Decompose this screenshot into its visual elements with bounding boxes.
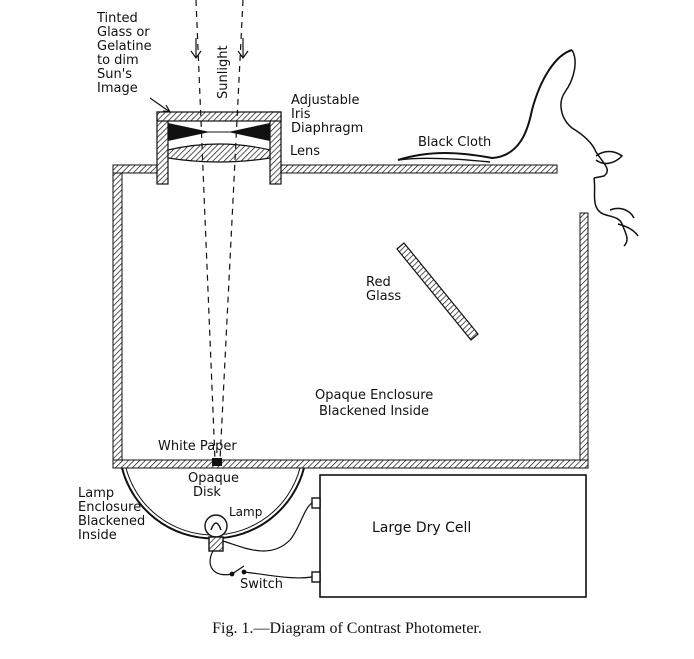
lamp-label: Lamp — [229, 505, 262, 519]
iris-diaphragm-label: Adjustable Iris Diaphragm — [291, 93, 363, 136]
observer-face — [560, 49, 639, 247]
switch-label: Switch — [240, 577, 283, 592]
svg-text:Tinted: Tinted — [96, 11, 138, 26]
svg-text:Enclosure: Enclosure — [78, 500, 141, 515]
svg-text:Glass: Glass — [366, 289, 401, 304]
svg-text:Iris: Iris — [291, 107, 311, 122]
opaque-disk — [212, 458, 222, 466]
lamp-bulb — [204, 514, 228, 552]
svg-text:Lamp: Lamp — [78, 486, 114, 501]
red-glass-label: Red Glass — [366, 275, 401, 304]
svg-text:Image: Image — [97, 81, 138, 96]
svg-text:Sun's: Sun's — [97, 67, 132, 82]
wires — [209, 502, 313, 579]
sunlight-rays — [190, 0, 249, 461]
lamp-enclosure-label: Lamp Enclosure Blackened Inside — [78, 486, 145, 543]
svg-text:Inside: Inside — [78, 528, 117, 543]
svg-text:Opaque: Opaque — [188, 471, 239, 486]
svg-text:Gelatine: Gelatine — [97, 39, 152, 54]
black-cloth-label: Black Cloth — [418, 135, 491, 150]
opaque-disk-label: Opaque Disk — [188, 471, 239, 500]
white-paper-label: White Paper — [158, 439, 237, 454]
svg-text:Glass or: Glass or — [97, 25, 150, 40]
svg-text:Blackened: Blackened — [78, 514, 145, 529]
sunlight-label: Sunlight — [216, 45, 231, 99]
red-glass — [396, 242, 479, 341]
dry-cell — [319, 474, 587, 598]
svg-text:Adjustable: Adjustable — [291, 93, 359, 108]
svg-text:Blackened Inside: Blackened Inside — [319, 404, 429, 419]
svg-text:Disk: Disk — [193, 485, 221, 500]
svg-text:Diaphragm: Diaphragm — [291, 121, 363, 136]
tinted-glass-pointer — [149, 97, 172, 113]
opaque-enclosure — [112, 164, 589, 469]
lens-label: Lens — [290, 144, 320, 159]
svg-text:Opaque Enclosure: Opaque Enclosure — [315, 388, 433, 403]
figure-caption: Fig. 1.—Diagram of Contrast Photometer. — [212, 620, 482, 637]
dry-cell-terminals — [311, 497, 321, 583]
lens-assembly — [156, 111, 282, 185]
svg-text:Red: Red — [366, 275, 391, 290]
enclosure-label: Opaque Enclosure Blackened Inside — [315, 388, 433, 419]
tinted-glass-label: Tinted Glass or Gelatine to dim Sun's Im… — [96, 11, 152, 96]
dry-cell-label: Large Dry Cell — [372, 520, 471, 536]
svg-text:to dim: to dim — [97, 53, 139, 68]
black-cloth — [397, 49, 573, 161]
